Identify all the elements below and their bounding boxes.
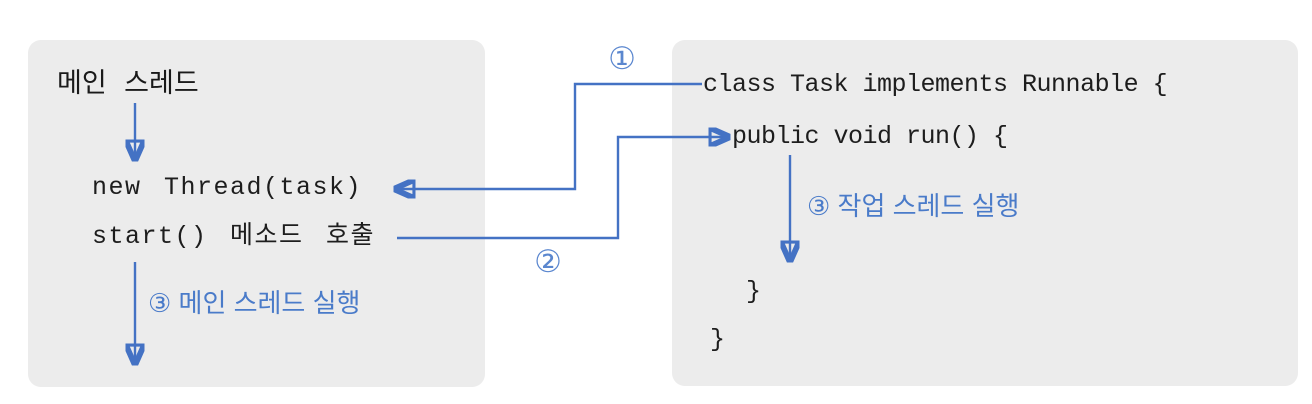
code-close-brace-inner: } xyxy=(746,277,762,306)
code-public-run: public void run() { xyxy=(732,122,1008,151)
code-class-task: class Task implements Runnable { xyxy=(703,70,1168,99)
step2-badge: ② xyxy=(534,244,562,279)
worker-thread-run-label: ③ 작업 스레드 실행 xyxy=(807,191,1020,221)
step1-badge: ① xyxy=(608,41,636,76)
code-close-brace-outer: } xyxy=(710,325,726,354)
code-start-call: start() 메소드 호출 xyxy=(92,222,376,251)
main-thread-run-label: ③ 메인 스레드 실행 xyxy=(148,288,361,318)
main-thread-title: 메인 스레드 xyxy=(57,68,199,98)
code-new-thread: new Thread(task) xyxy=(92,173,363,202)
task-code-panel xyxy=(672,40,1298,386)
